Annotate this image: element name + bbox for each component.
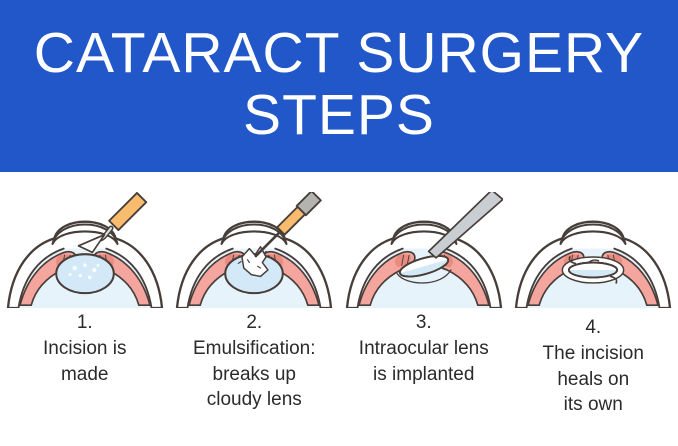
eye-iol-implant-illustration xyxy=(345,192,503,308)
eye-healed-illustration xyxy=(515,220,672,308)
header-banner: CATARACT SURGERY STEPS xyxy=(0,0,678,172)
eye-emulsification-illustration xyxy=(176,192,333,308)
steps-row: 1. Incision is made 2. Emuls xyxy=(0,192,678,418)
step-3-caption: Intraocular lens is implanted xyxy=(358,338,489,385)
step-4-caption: The incision heals on its own xyxy=(542,343,644,415)
step-1-caption: Incision is made xyxy=(43,338,127,385)
step-3: 3. Intraocular lens is implanted xyxy=(339,192,509,418)
step-1-number: 1. xyxy=(76,312,93,333)
step-2-number: 2. xyxy=(246,312,263,333)
step-4: 4. The incision heals on its own xyxy=(509,192,678,418)
step-1: 1. Incision is made xyxy=(0,192,170,418)
step-4-number: 4. xyxy=(585,317,602,338)
step-2-caption: Emulsification: breaks up cloudy lens xyxy=(193,338,316,410)
step-3-number: 3. xyxy=(415,312,432,333)
page-title-line2: STEPS xyxy=(243,83,435,147)
step-2: 2. Emulsification: breaks up cloudy lens xyxy=(170,192,340,418)
page-title-line1: CATARACT SURGERY xyxy=(33,21,645,85)
eye-incision-illustration xyxy=(6,192,163,308)
